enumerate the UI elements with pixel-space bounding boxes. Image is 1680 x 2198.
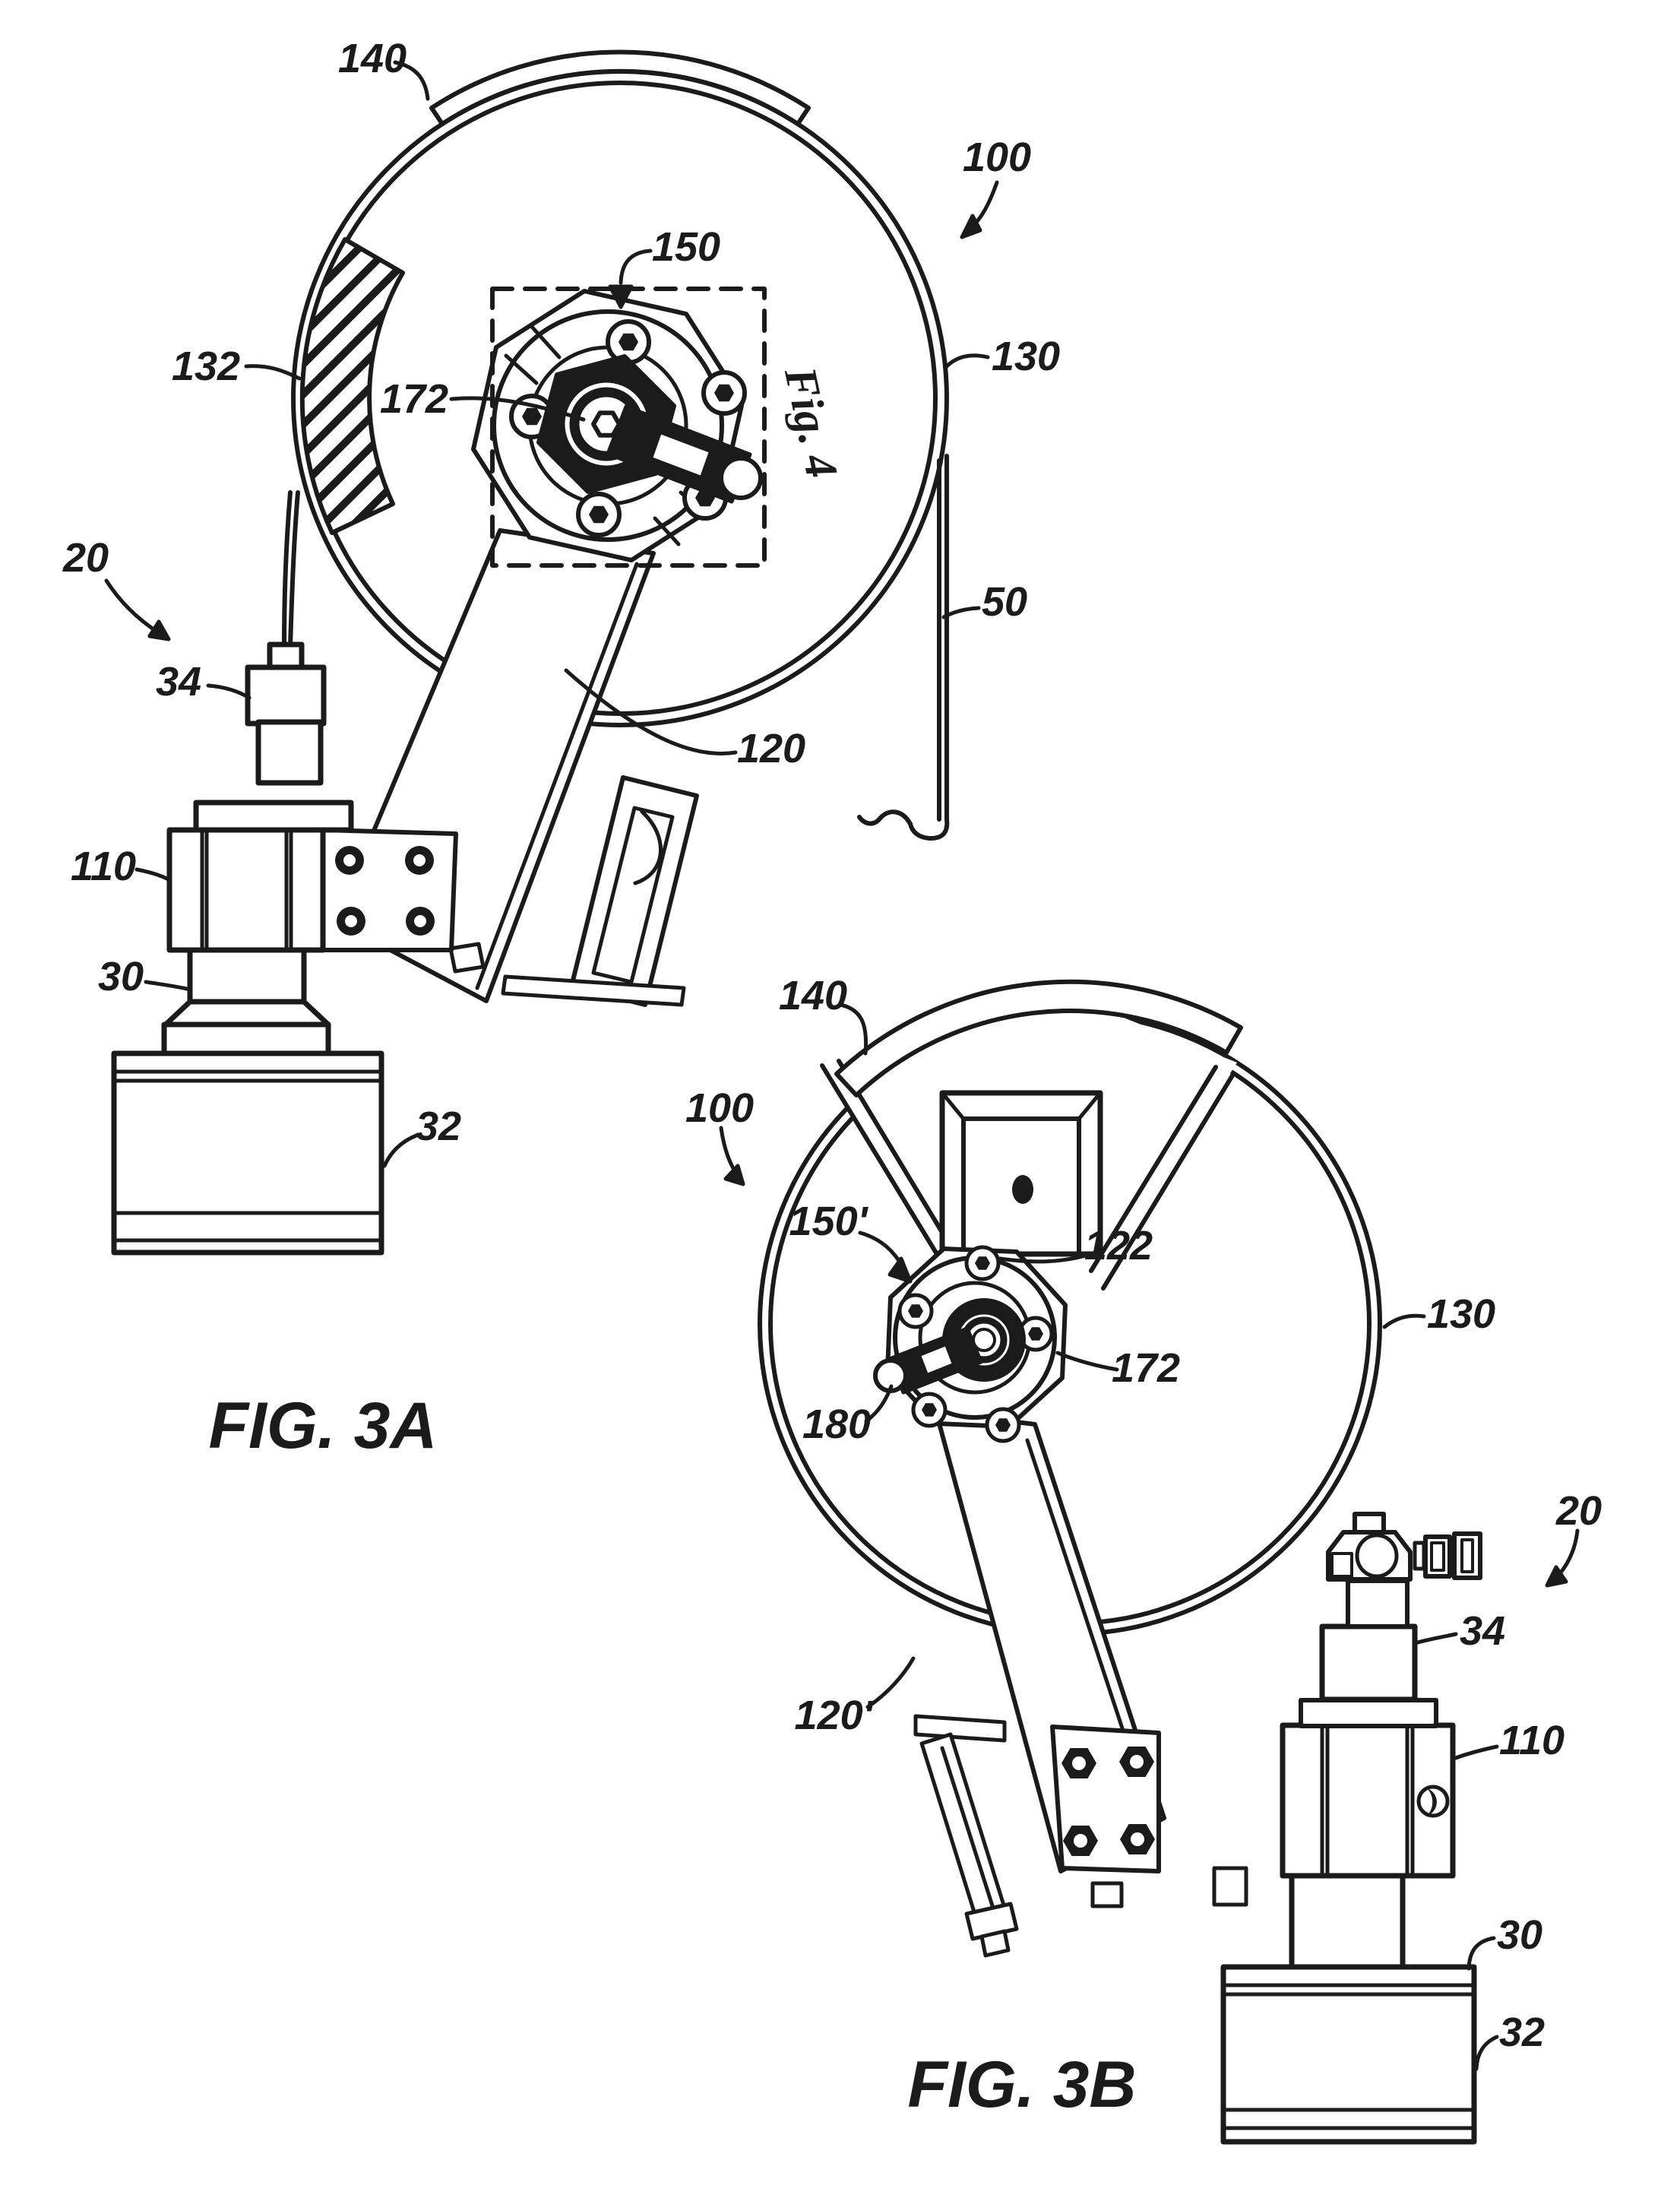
guard-band-3a: [429, 49, 811, 126]
fig3a-caption: FIG. 3A: [208, 1389, 437, 1462]
leaders-3a: [104, 60, 999, 1168]
fig3a-ref-32: 32: [416, 1104, 461, 1149]
figure-3b: 140 100 150' 122 172 180 130 20 34 110 1…: [685, 973, 1602, 2145]
fig3b-ref-140: 140: [779, 973, 847, 1018]
fig3b-ref-110: 110: [1499, 1718, 1565, 1763]
block-122: [939, 1090, 1103, 1257]
line-50: [857, 454, 950, 841]
fig3a-ref-130: 130: [992, 334, 1060, 379]
fig3b-ref-122: 122: [1084, 1223, 1153, 1268]
hatched-segment-132: [299, 237, 405, 535]
fig3a-ref-132: 132: [172, 344, 240, 389]
fig3a-ref-50: 50: [982, 579, 1027, 625]
guard-band-3b: [834, 979, 1243, 1097]
fig3a-ref-30: 30: [98, 954, 144, 999]
flange-bolts-3b: [897, 1245, 1054, 1443]
fig3b-ref-120p: 120': [795, 1693, 875, 1738]
fig3a-ref-34: 34: [156, 659, 201, 705]
fig3a-ref-100: 100: [963, 135, 1031, 180]
clamp-stack-3b: [1220, 1512, 1482, 2145]
fig3b-caption: FIG. 3B: [907, 2048, 1136, 2121]
fig3b-ref-172: 172: [1112, 1345, 1180, 1391]
fig3b-ref-100: 100: [685, 1085, 754, 1131]
fig3b-ref-180: 180: [802, 1401, 871, 1447]
arm-foot-3a: [448, 942, 686, 1007]
fig3a-ref-172: 172: [380, 376, 448, 422]
fig3b-ref-34: 34: [1460, 1608, 1505, 1654]
fig3b-ref-30: 30: [1497, 1912, 1542, 1958]
leaders-3b: [719, 1002, 1580, 2071]
fig3a-ref-20: 20: [62, 535, 109, 581]
bolt-plate-3b: [1050, 1725, 1248, 1908]
fig3b-ref-130: 130: [1427, 1291, 1495, 1337]
bolt-plate-3a: [321, 828, 458, 952]
fig3b-ref-20: 20: [1555, 1488, 1602, 1534]
reel-cable-3a: [282, 490, 300, 648]
figure-3a: 140 100 150 132 172 Fig. 4 130 50 120 20…: [62, 36, 1060, 1462]
fig3b-ref-32: 32: [1499, 2010, 1545, 2055]
hub-lever-3a: [606, 404, 763, 504]
fig3b-ref-150p: 150': [789, 1199, 869, 1244]
fig3a-ref-150: 150: [652, 224, 720, 270]
handle-bracket-3a: [569, 775, 699, 1007]
fig3a-ref-110: 110: [71, 844, 136, 889]
fig3a-ref-120: 120: [737, 726, 805, 771]
guard-bar-3b: [913, 1714, 1019, 1958]
clamp-stack-3a: [111, 641, 384, 1256]
fig3a-ref-140: 140: [338, 36, 407, 81]
